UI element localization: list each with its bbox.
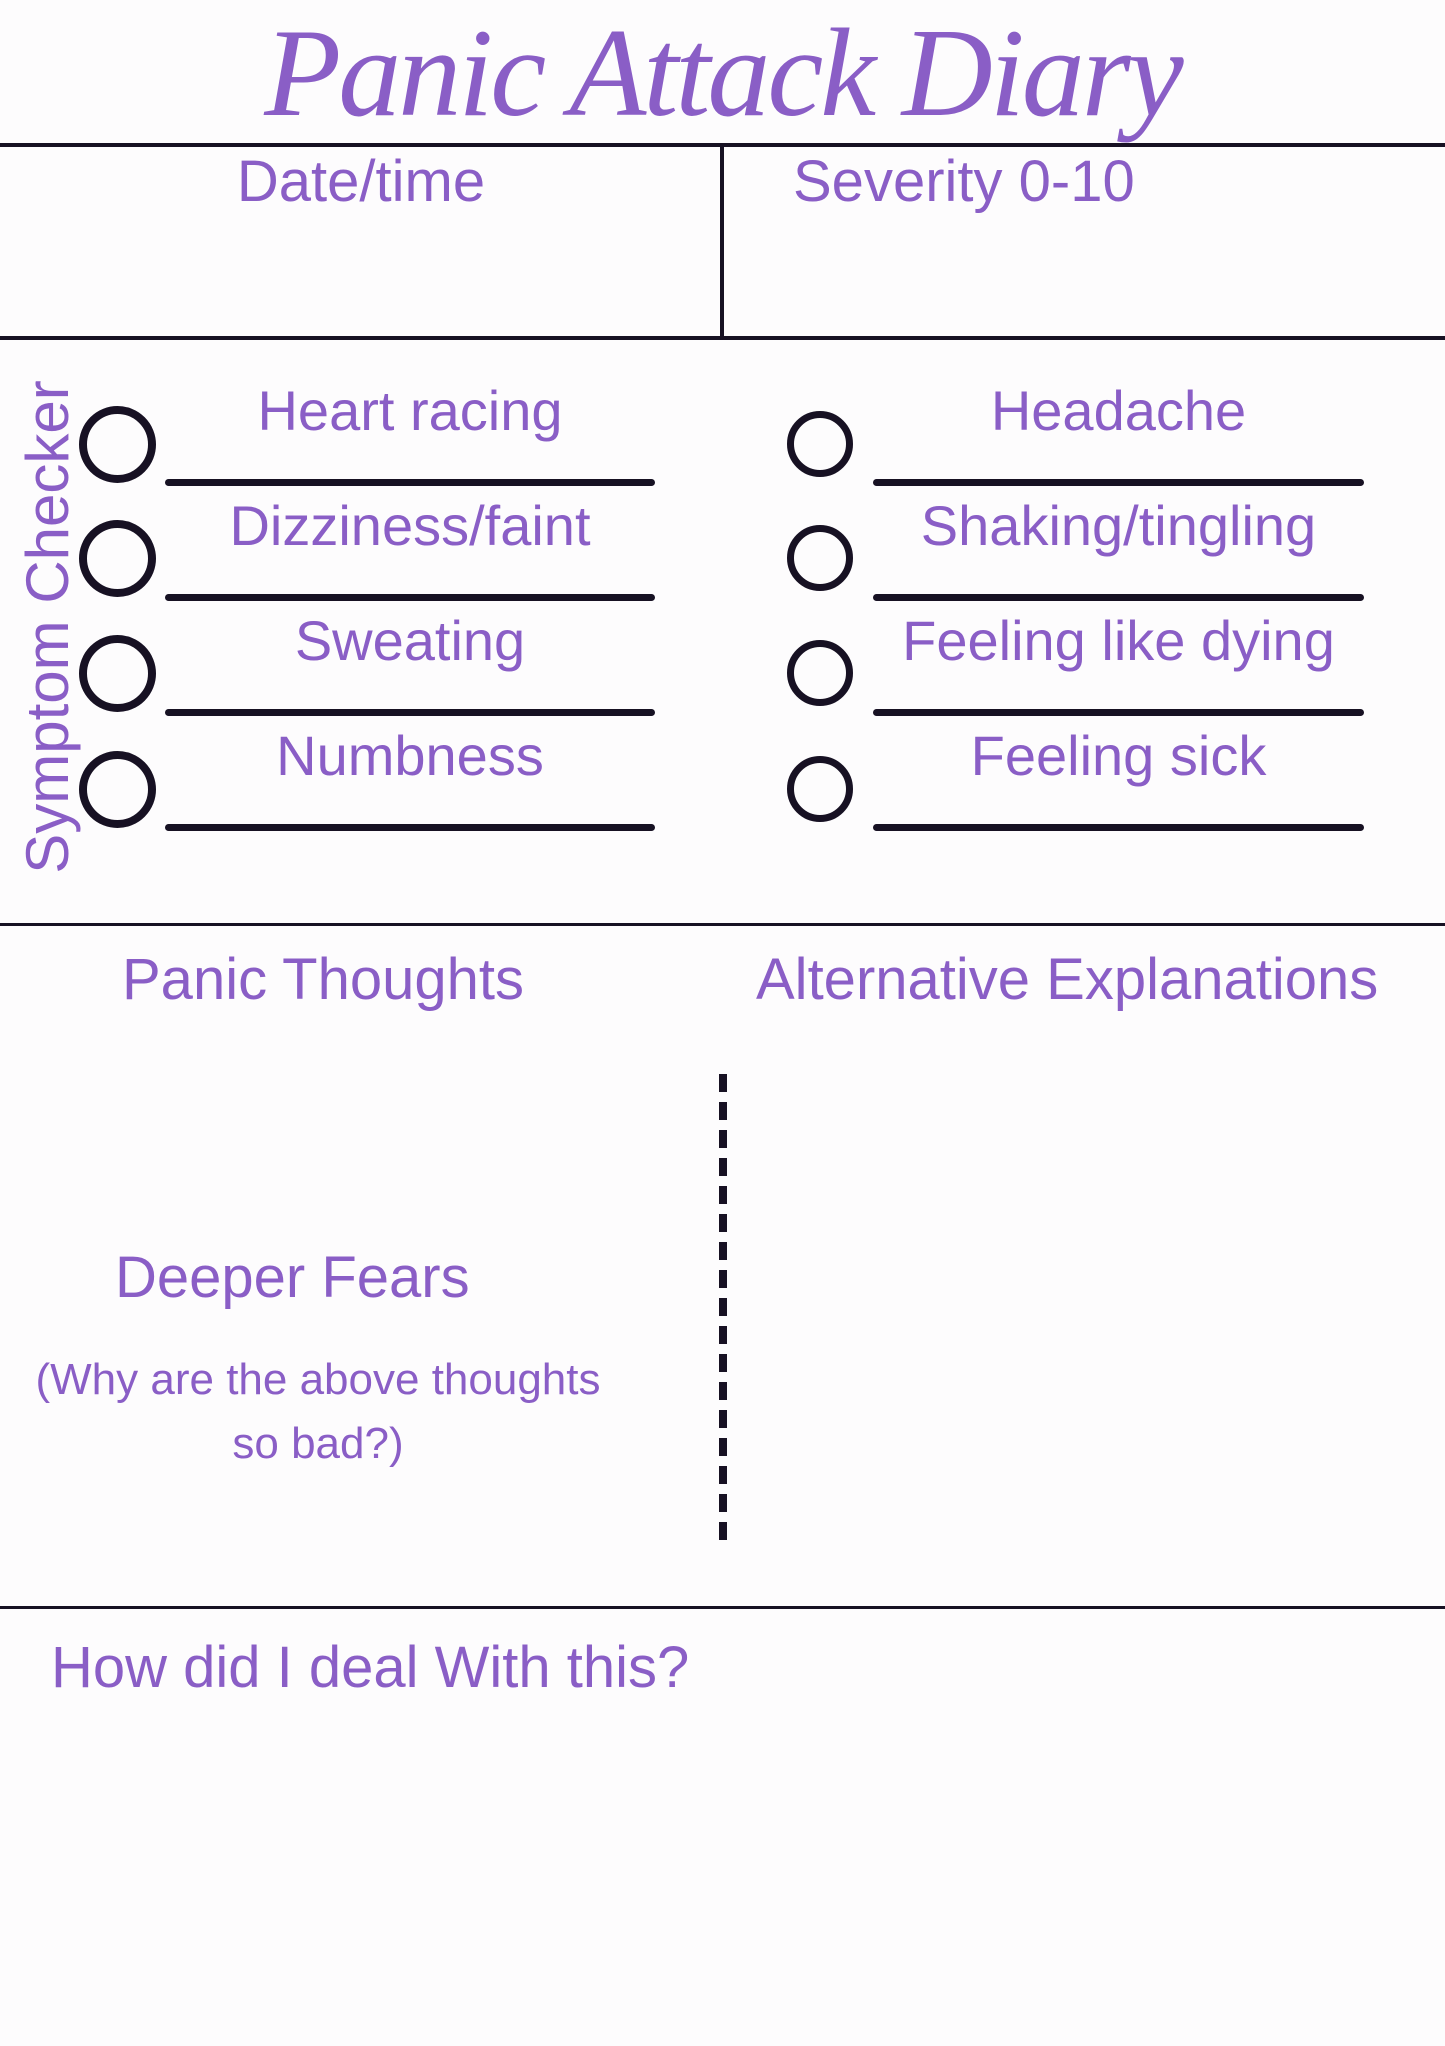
headache-checkbox[interactable] (787, 411, 853, 477)
coping-section-top-border (0, 1606, 1445, 1609)
log-row-column-divider (720, 145, 724, 337)
feeling-sick-label: Feeling sick (970, 724, 1267, 787)
deeper-fears-subtitle: (Why are the above thoughts so bad?) (28, 1348, 608, 1476)
headache-label: Headache (990, 379, 1247, 442)
numbness-writein-line[interactable] (165, 824, 655, 831)
coping-write-area[interactable] (0, 1700, 1445, 2046)
sweating-writein-line[interactable] (165, 709, 655, 716)
numbness-checkbox[interactable] (79, 751, 156, 828)
numbness-label: Numbness (276, 724, 544, 787)
feeling-sick-writein-line[interactable] (873, 824, 1364, 831)
sweating-label: Sweating (294, 609, 526, 672)
shaking-tingling-writein-line[interactable] (873, 594, 1364, 601)
feeling-sick-checkbox[interactable] (787, 756, 853, 822)
deeper-fears-title: Deeper Fears (115, 1245, 470, 1310)
log-row-bottom-border (0, 336, 1445, 340)
date-time-label: Date/time (236, 149, 486, 214)
heart-racing-writein-line[interactable] (165, 479, 655, 486)
date-time-write-area[interactable] (0, 210, 720, 336)
severity-write-area[interactable] (724, 210, 1445, 336)
alternative-explanations-write-area[interactable] (731, 1030, 1445, 1606)
deeper-fears-subtitle-line1: (Why are the above thoughts (35, 1355, 601, 1404)
dizziness-faint-writein-line[interactable] (165, 594, 655, 601)
feeling-like-dying-writein-line[interactable] (873, 709, 1364, 716)
headache-writein-line[interactable] (873, 479, 1364, 486)
coping-question-header: How did I deal With this? (51, 1635, 690, 1700)
sweating-checkbox[interactable] (79, 635, 156, 712)
thoughts-dashed-divider (719, 1074, 727, 1540)
shaking-tingling-label: Shaking/tingling (920, 494, 1317, 557)
feeling-like-dying-checkbox[interactable] (787, 640, 853, 706)
panic-thoughts-write-area[interactable] (0, 1030, 715, 1606)
dizziness-faint-label: Dizziness/faint (229, 494, 591, 557)
page-title: Panic Attack Diary (264, 4, 1183, 143)
shaking-tingling-checkbox[interactable] (787, 525, 853, 591)
symptom-checker-section-label: Symptom Checker (14, 380, 81, 874)
severity-label: Severity 0-10 (793, 149, 1135, 214)
thoughts-section-top-border (0, 923, 1445, 926)
dizziness-faint-checkbox[interactable] (79, 520, 156, 597)
heart-racing-label: Heart racing (257, 379, 563, 442)
panic-thoughts-header: Panic Thoughts (122, 947, 524, 1012)
alternative-explanations-header: Alternative Explanations (756, 947, 1379, 1012)
deeper-fears-subtitle-line2: so bad?) (232, 1419, 404, 1468)
feeling-like-dying-label: Feeling like dying (902, 609, 1335, 672)
heart-racing-checkbox[interactable] (79, 406, 156, 483)
